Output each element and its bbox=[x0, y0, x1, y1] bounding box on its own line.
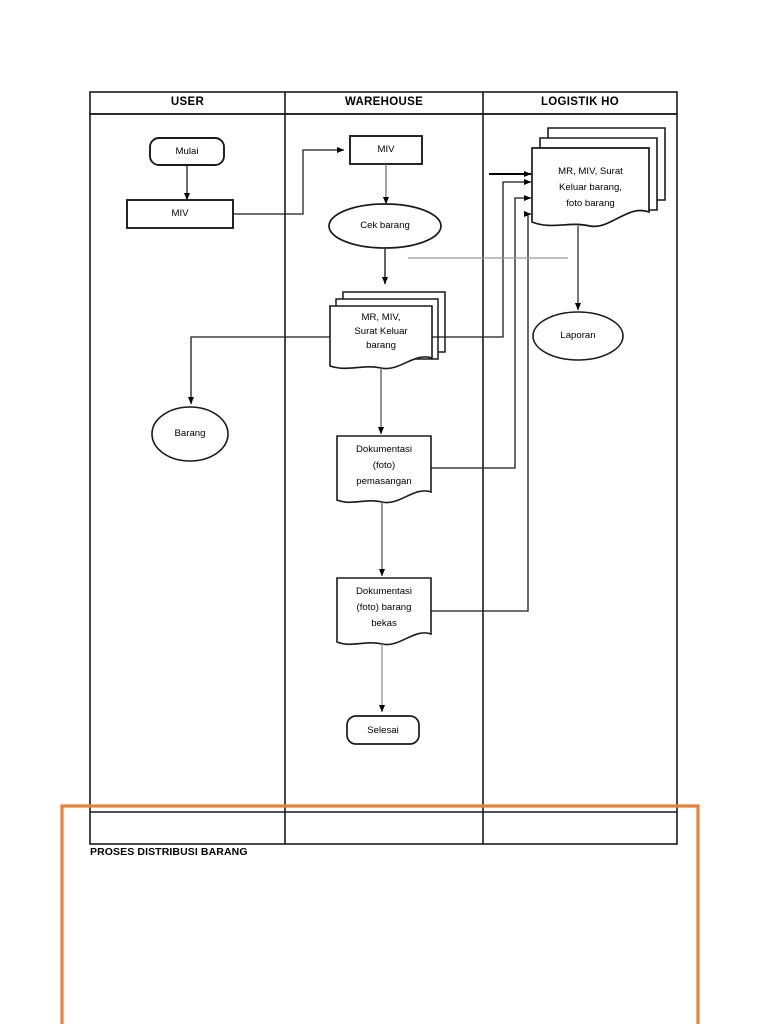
edge-dokbekas-to-docho bbox=[431, 210, 532, 612]
edge-docwh-to-barang bbox=[187, 336, 330, 405]
node-mulai[interactable] bbox=[149, 137, 225, 166]
edge-dokpasang-to-docho bbox=[431, 194, 532, 469]
node-cek-barang[interactable] bbox=[328, 203, 442, 249]
node-selesai[interactable] bbox=[346, 715, 420, 745]
node-dokumentasi-pemasangan[interactable] bbox=[336, 435, 432, 504]
edge-mivuser-to-mivwh bbox=[233, 146, 345, 215]
selection-frame[interactable] bbox=[60, 804, 700, 1024]
node-laporan[interactable] bbox=[532, 311, 624, 361]
node-miv-warehouse[interactable] bbox=[349, 135, 423, 165]
body-row bbox=[89, 113, 678, 845]
node-miv-user[interactable] bbox=[126, 199, 234, 229]
header-row bbox=[89, 91, 678, 115]
diagram-caption: PROSES DISTRIBUSI BARANG bbox=[90, 846, 248, 858]
node-doc-logistik-ho[interactable] bbox=[531, 127, 666, 228]
edge-docwh-to-docho bbox=[432, 178, 532, 338]
node-dokumentasi-barang-bekas[interactable] bbox=[336, 577, 432, 646]
node-barang[interactable] bbox=[151, 406, 229, 462]
node-doc-warehouse[interactable] bbox=[329, 291, 446, 370]
